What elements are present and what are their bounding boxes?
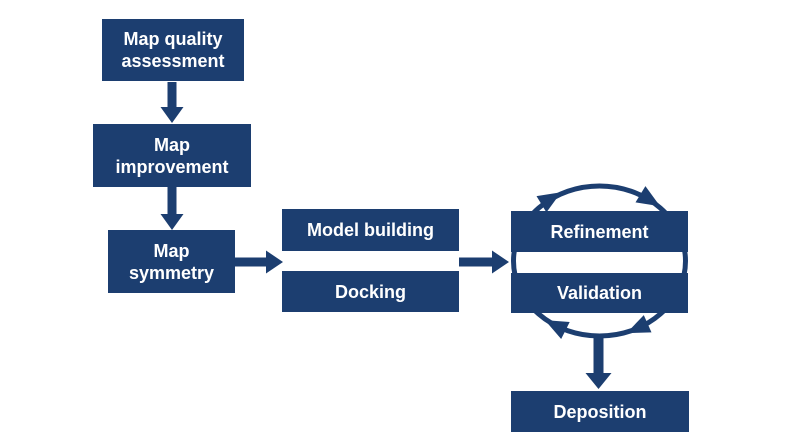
node-map-quality-assessment: Map quality assessment (102, 19, 244, 81)
arrow-map-quality-to-map-improvement (160, 82, 184, 123)
cycle-ring (511, 183, 688, 339)
cycle-arrowhead-top-right-icon (635, 186, 661, 207)
arrow-cycle-to-deposition (585, 334, 612, 389)
node-map-symmetry: Map symmetry (108, 230, 235, 293)
node-map-improvement: Map improvement (93, 124, 251, 187)
node-validation: Validation (511, 273, 688, 313)
node-deposition: Deposition (511, 391, 689, 432)
node-refinement: Refinement (511, 211, 688, 252)
cycle-arrowhead-bottom-right-icon (626, 315, 652, 334)
cycle-arrowhead-bottom-left-icon (544, 320, 570, 339)
node-docking: Docking (282, 271, 459, 312)
arrow-map-improvement-to-map-symmetry (160, 186, 184, 230)
node-model-building: Model building (282, 209, 459, 251)
arrow-docking-to-refinement (459, 250, 509, 274)
cycle-arrowhead-top-left-icon (536, 192, 562, 213)
arrow-map-symmetry-to-model-building (235, 250, 283, 274)
